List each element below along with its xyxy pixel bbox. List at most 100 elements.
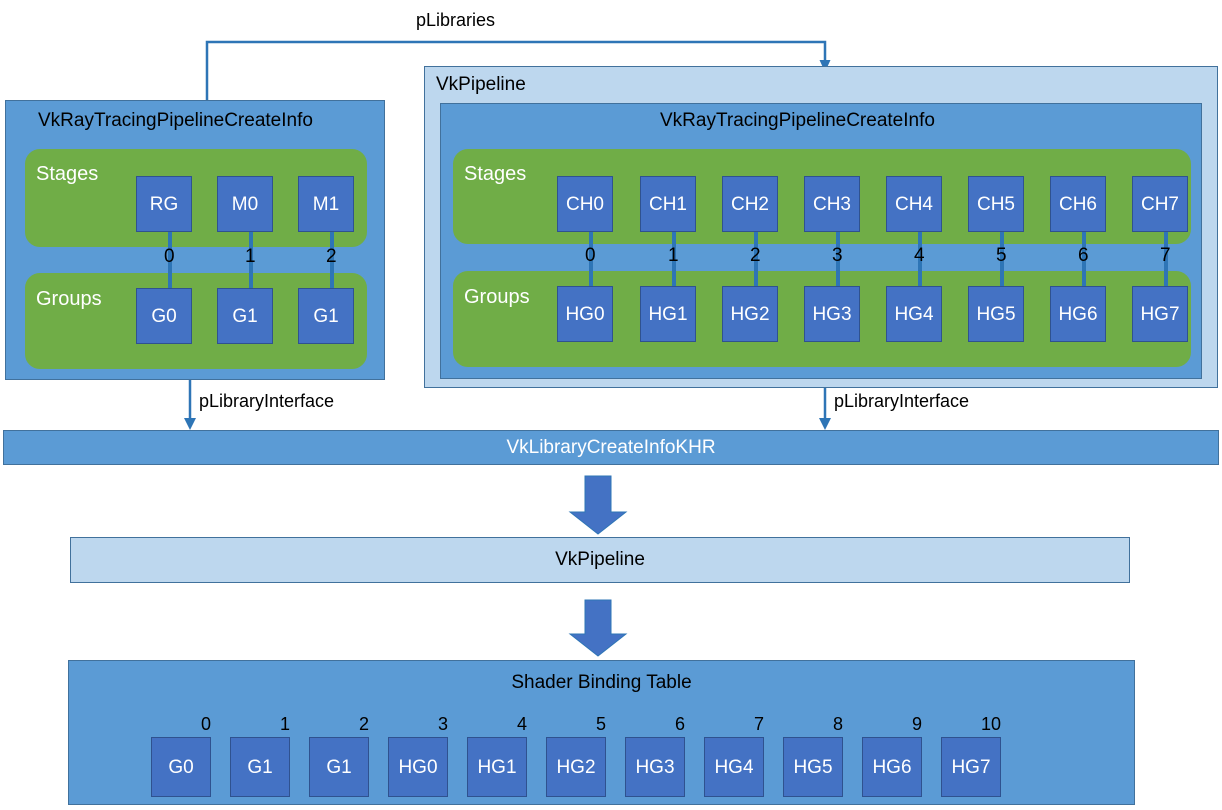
right-index-label: 1 bbox=[668, 245, 679, 266]
right-group-chip-label: HG3 bbox=[812, 303, 852, 325]
left-link-0 bbox=[168, 230, 172, 290]
right-group-chip: HG5 bbox=[968, 286, 1024, 342]
left-index-label: 0 bbox=[164, 246, 175, 267]
sbt-entry: G1 bbox=[230, 737, 290, 797]
right-group-chip-label: HG5 bbox=[976, 303, 1016, 325]
right-index-label: 7 bbox=[1160, 245, 1171, 266]
sbt-index-label: 10 bbox=[980, 714, 1001, 734]
vkpipeline-result-bar: VkPipeline bbox=[70, 537, 1130, 583]
sbt-entry: HG4 bbox=[704, 737, 764, 797]
right-stage-chip-label: CH1 bbox=[648, 193, 687, 215]
right-group-chip: HG0 bbox=[557, 286, 613, 342]
right-link-3 bbox=[836, 230, 840, 288]
right-stage-chip-label: CH0 bbox=[565, 193, 604, 215]
left-group-chip-label: G0 bbox=[151, 305, 177, 327]
vkpipeline-result-bar-label: VkPipeline bbox=[555, 549, 645, 570]
sbt-entry: HG0 bbox=[388, 737, 448, 797]
sbt-entry: HG6 bbox=[862, 737, 922, 797]
right-group-chip: HG3 bbox=[804, 286, 860, 342]
right-stages-label: Stages bbox=[464, 163, 527, 185]
arrow-library-to-pipeline-icon bbox=[568, 475, 628, 535]
right-group-chip-label: HG1 bbox=[648, 303, 688, 325]
right-stage-chip-label: CH5 bbox=[976, 193, 1015, 215]
left-group-chip: G1 bbox=[217, 288, 273, 344]
right-stage-chip: CH0 bbox=[557, 176, 613, 232]
right-stage-chip: CH2 bbox=[722, 176, 778, 232]
right-stage-chip-label: CH6 bbox=[1058, 193, 1097, 215]
sbt-entry: HG5 bbox=[783, 737, 843, 797]
right-link-2 bbox=[754, 230, 758, 288]
right-stage-chip-label: CH7 bbox=[1140, 193, 1179, 215]
sbt-index-label: 6 bbox=[674, 714, 685, 734]
sbt-entry-label: HG6 bbox=[872, 756, 912, 778]
sbt-index-label: 3 bbox=[437, 714, 448, 734]
right-group-chip: HG4 bbox=[886, 286, 942, 342]
sbt-entry: G1 bbox=[309, 737, 369, 797]
right-stage-chip-label: CH4 bbox=[894, 193, 933, 215]
right-group-chip: HG7 bbox=[1132, 286, 1188, 342]
sbt-entry-label: HG2 bbox=[556, 756, 596, 778]
library-create-info-bar: VkLibraryCreateInfoKHR bbox=[3, 430, 1219, 465]
sbt-entry: HG2 bbox=[546, 737, 606, 797]
left-index-label: 1 bbox=[245, 246, 256, 267]
right-group-chip-label: HG0 bbox=[565, 303, 605, 325]
right-groups-label: Groups bbox=[464, 286, 530, 308]
sbt-entry-label: HG5 bbox=[793, 756, 833, 778]
left-stage-chip-label: M0 bbox=[231, 193, 259, 215]
p-library-interface-left-arrow bbox=[184, 380, 196, 430]
sbt-index-label: 2 bbox=[358, 714, 369, 734]
left-group-chip-label: G1 bbox=[313, 305, 339, 327]
sbt-index-label: 7 bbox=[753, 714, 764, 734]
left-stage-chip: RG bbox=[136, 176, 192, 232]
right-group-chip: HG1 bbox=[640, 286, 696, 342]
sbt-entry-label: HG1 bbox=[477, 756, 517, 778]
right-stage-chip-label: CH3 bbox=[812, 193, 851, 215]
sbt-entry-label: G1 bbox=[247, 756, 273, 778]
left-group-chip-label: G1 bbox=[232, 305, 258, 327]
p-library-interface-right-arrow bbox=[819, 388, 831, 430]
sbt-entry-label: HG3 bbox=[635, 756, 675, 778]
sbt-entry-label: G1 bbox=[326, 756, 352, 778]
sbt-index-label: 0 bbox=[200, 714, 211, 734]
sbt-entry: G0 bbox=[151, 737, 211, 797]
right-group-chip-label: HG7 bbox=[1140, 303, 1180, 325]
right-stage-chip-label: CH2 bbox=[730, 193, 769, 215]
right-index-label: 4 bbox=[914, 245, 925, 266]
right-vkpipeline-title: VkPipeline bbox=[436, 74, 526, 95]
left-index-label: 2 bbox=[326, 246, 337, 267]
left-group-chip: G0 bbox=[136, 288, 192, 344]
sbt-index-label: 5 bbox=[595, 714, 606, 734]
sbt-index-label: 4 bbox=[516, 714, 527, 734]
sbt-entry-label: HG4 bbox=[714, 756, 754, 778]
library-create-info-bar-label: VkLibraryCreateInfoKHR bbox=[506, 436, 716, 458]
sbt-index-label: 9 bbox=[911, 714, 922, 734]
left-stage-chip: M0 bbox=[217, 176, 273, 232]
left-stage-chip-label: RG bbox=[149, 193, 179, 215]
left-stages-label: Stages bbox=[36, 163, 99, 185]
right-stage-chip: CH5 bbox=[968, 176, 1024, 232]
right-link-7 bbox=[1164, 230, 1168, 288]
right-group-chip: HG2 bbox=[722, 286, 778, 342]
right-link-1 bbox=[672, 230, 676, 288]
right-stage-chip: CH1 bbox=[640, 176, 696, 232]
p-libraries-label: pLibraries bbox=[416, 10, 496, 30]
sbt-entry-label: G0 bbox=[168, 756, 194, 778]
right-link-0 bbox=[589, 230, 593, 288]
left-link-2 bbox=[330, 230, 334, 290]
left-create-info-title: VkRayTracingPipelineCreateInfo bbox=[38, 110, 313, 131]
sbt-entry: HG3 bbox=[625, 737, 685, 797]
right-create-info-title: VkRayTracingPipelineCreateInfo bbox=[660, 110, 935, 131]
sbt-entry-label: HG0 bbox=[398, 756, 438, 778]
left-group-chip: G1 bbox=[298, 288, 354, 344]
right-index-label: 3 bbox=[832, 245, 843, 266]
right-link-5 bbox=[1000, 230, 1004, 288]
sbt-entry: HG1 bbox=[467, 737, 527, 797]
shader-binding-table-title-label: Shader Binding Table bbox=[511, 672, 692, 693]
left-stage-chip: M1 bbox=[298, 176, 354, 232]
p-library-interface-right-label: pLibraryInterface bbox=[834, 391, 970, 411]
left-groups-label: Groups bbox=[36, 288, 102, 310]
shader-binding-table-title: Shader Binding Table bbox=[68, 670, 1135, 696]
left-stage-chip-label: M1 bbox=[312, 193, 340, 215]
right-group-chip-label: HG2 bbox=[730, 303, 770, 325]
right-index-label: 2 bbox=[750, 245, 761, 266]
